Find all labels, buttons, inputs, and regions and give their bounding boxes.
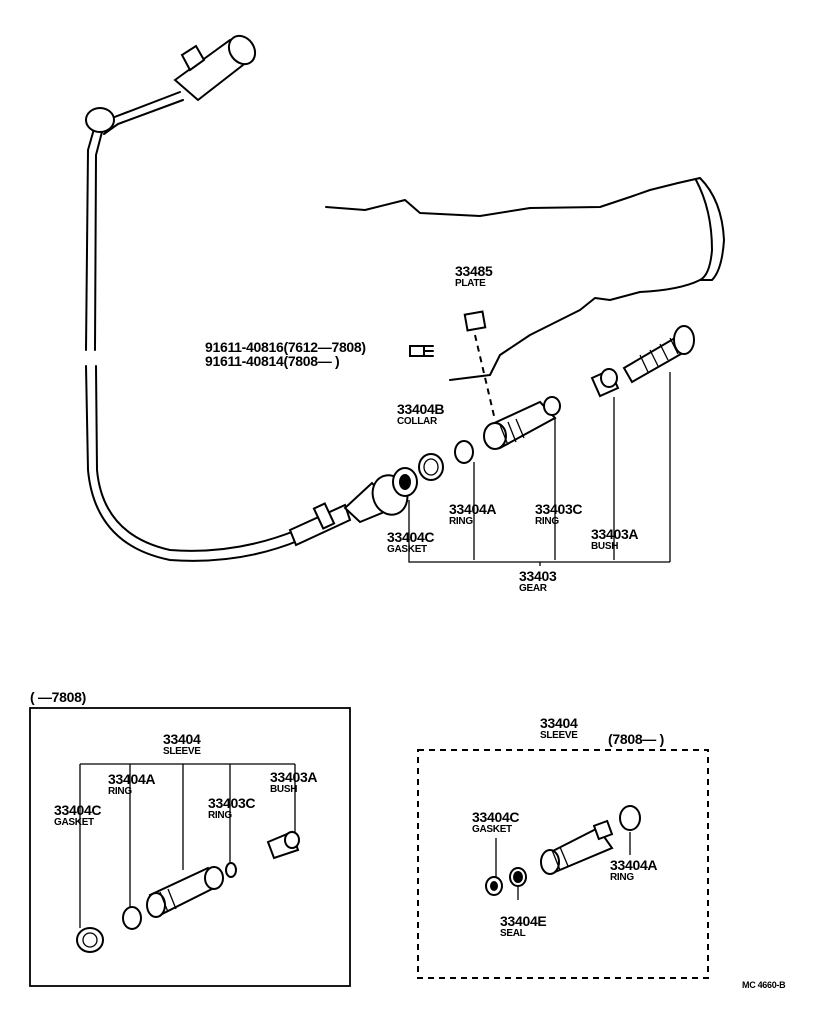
transmission-housing [325,177,725,381]
right-gasket-number: 33404C [472,809,520,825]
left-bush-name: BUSH [270,784,298,795]
left-sleeve-name: SLEEVE [163,746,201,757]
main-gear-sleeve [483,396,561,450]
right-sleeve-name: SLEEVE [540,730,578,741]
right-sleeve-number: 33404 [540,715,578,731]
right-seal-number: 33404E [500,913,547,929]
main-leader-lines [408,372,671,566]
bolt-number-2: 91611-40814(7808— ) [205,353,340,369]
ring-a-name: RING [449,516,473,527]
gear-number: 33403 [519,568,557,584]
right-seal-name: SEAL [500,928,526,939]
plate-name: PLATE [455,278,486,289]
left-ring-a-number: 33404A [108,771,156,787]
bush-number: 33403A [591,526,639,542]
left-ring-a-name: RING [108,786,132,797]
ring-c-number: 33403C [535,501,583,517]
left-sleeve-number: 33404 [163,731,201,747]
right-ring-a-number: 33404A [610,857,658,873]
left-ring-c-name: RING [208,810,232,821]
left-gasket-number: 33404C [54,802,102,818]
right-ring-a-name: RING [610,872,634,883]
bolt-part [409,345,434,357]
right-inset [417,749,709,979]
bush-name: BUSH [591,541,619,552]
gear-name: GEAR [519,583,547,594]
gasket-name: GASKET [387,544,427,555]
collar-number: 33404B [397,401,445,417]
collar-name: COLLAR [397,416,437,427]
ring-c-name: RING [535,516,559,527]
left-gasket-name: GASKET [54,817,94,828]
left-inset [29,707,351,987]
bolt-number-1: 91611-40816(7612—7808) [205,339,366,355]
main-bush [590,368,620,398]
diagram-code: MC 4660-B [742,980,786,990]
main-gear [622,325,695,384]
cable-end-fitting [288,467,418,547]
ring-a-number: 33404A [449,501,497,517]
main-collar [418,453,444,481]
plate-number: 33485 [455,263,493,279]
left-bush-number: 33403A [270,769,318,785]
main-ring-a [454,440,474,464]
speedometer-cable [85,34,301,562]
plate-part [463,310,496,421]
gasket-number: 33404C [387,529,435,545]
left-inset-range: ( —7808) [30,689,86,705]
right-gasket-name: GASKET [472,824,512,835]
right-inset-range: (7808— ) [608,731,664,747]
left-ring-c-number: 33403C [208,795,256,811]
